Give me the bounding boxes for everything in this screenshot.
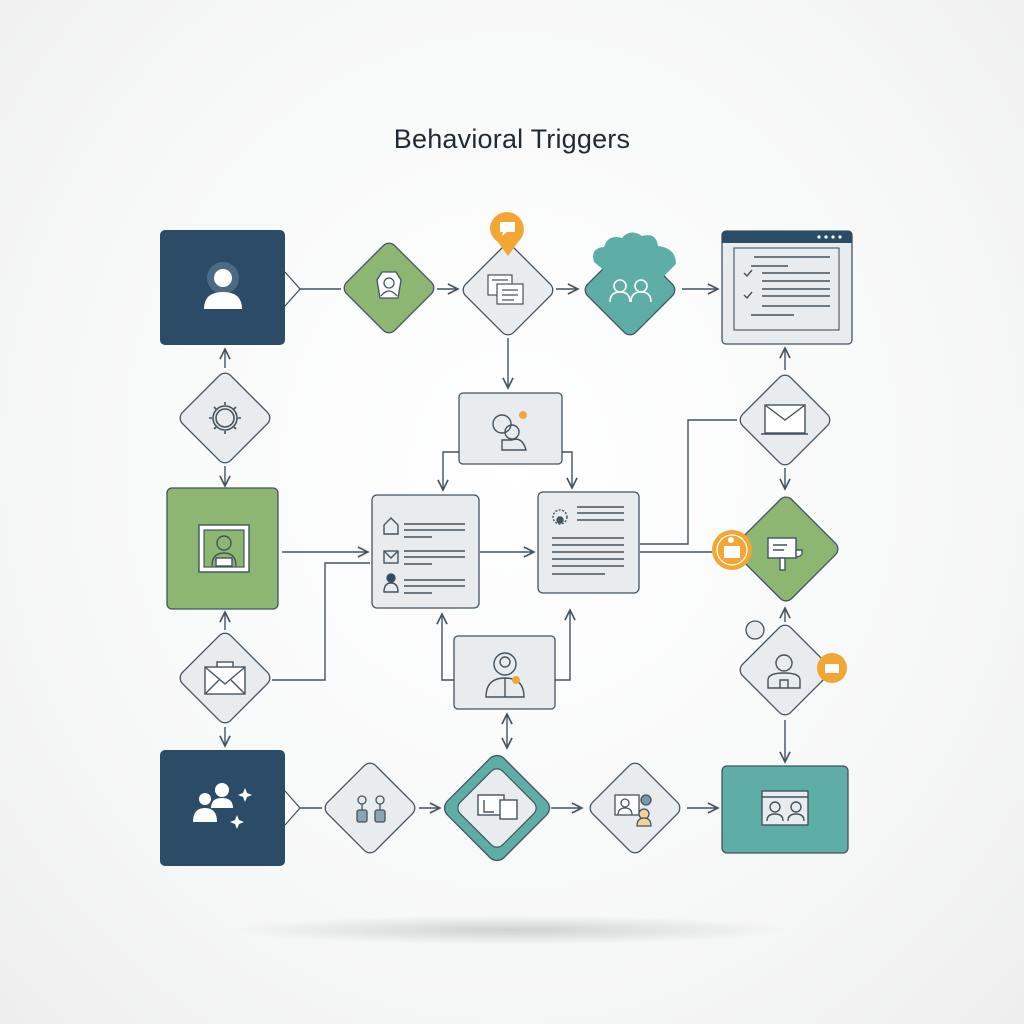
node-mail-diamond[interactable] bbox=[177, 630, 273, 726]
user-icon bbox=[204, 262, 242, 309]
node-user-puzzle-diamond[interactable] bbox=[737, 620, 847, 718]
alert-badge-icon bbox=[712, 530, 752, 570]
signboard-icon bbox=[767, 537, 803, 571]
team-icon bbox=[609, 279, 652, 303]
connector bbox=[640, 419, 737, 545]
figures-icon bbox=[356, 795, 386, 823]
gear-icon bbox=[209, 402, 241, 434]
connector bbox=[555, 610, 570, 681]
node-user-start[interactable] bbox=[160, 230, 301, 345]
connector bbox=[562, 451, 572, 488]
video-call-icon bbox=[614, 794, 652, 827]
node-contact-list-doc[interactable] bbox=[371, 494, 480, 609]
connector bbox=[272, 562, 370, 681]
person-outline-icon bbox=[767, 654, 801, 689]
user-portrait-icon bbox=[211, 535, 237, 567]
node-settings-diamond[interactable] bbox=[177, 370, 273, 466]
node-report-doc[interactable] bbox=[537, 491, 640, 594]
chat-notification-icon bbox=[489, 212, 524, 256]
diagram-title: Behavioral Triggers bbox=[393, 124, 631, 154]
node-team-cloud[interactable] bbox=[582, 232, 678, 338]
node-screens-teal-diamond[interactable] bbox=[440, 751, 553, 864]
highlight-dot-icon bbox=[519, 411, 527, 419]
badge-icon bbox=[512, 676, 520, 684]
connector bbox=[443, 451, 459, 490]
profile-avatar-icon bbox=[552, 509, 568, 525]
laptop-mail-icon bbox=[761, 404, 808, 435]
group-sparkle-icon bbox=[193, 783, 252, 829]
node-checklist-window[interactable] bbox=[721, 230, 853, 345]
connectors bbox=[225, 289, 785, 808]
profile-badge-icon bbox=[376, 271, 402, 299]
puzzle-tab-icon bbox=[745, 620, 765, 640]
advisor-icon bbox=[485, 652, 525, 698]
documents-icon bbox=[487, 274, 524, 305]
node-users-search-box[interactable] bbox=[458, 392, 563, 465]
mail-icon bbox=[383, 550, 399, 564]
node-feedback-diamond[interactable] bbox=[712, 494, 841, 604]
envelope-icon bbox=[204, 661, 246, 695]
people-search-icon bbox=[492, 414, 527, 451]
checklist-icon bbox=[743, 256, 830, 316]
screens-icon bbox=[477, 794, 518, 820]
chat-bubble-badge-icon bbox=[817, 653, 847, 683]
ground-shadow bbox=[230, 915, 790, 945]
node-meeting-box[interactable] bbox=[721, 765, 849, 854]
home-icon bbox=[383, 517, 399, 535]
node-email-diamond[interactable] bbox=[737, 372, 833, 468]
person-icon bbox=[383, 573, 399, 593]
node-message-diamond[interactable] bbox=[460, 212, 556, 338]
node-profile-card[interactable] bbox=[166, 487, 279, 610]
connector bbox=[442, 614, 454, 681]
node-audience-start[interactable] bbox=[160, 750, 301, 866]
meeting-screen-icon bbox=[761, 790, 809, 826]
node-video-call-diamond[interactable] bbox=[587, 760, 683, 856]
node-pairs-diamond[interactable] bbox=[322, 760, 418, 856]
node-advisor-box[interactable] bbox=[453, 635, 556, 710]
node-profile-diamond[interactable] bbox=[341, 240, 437, 336]
